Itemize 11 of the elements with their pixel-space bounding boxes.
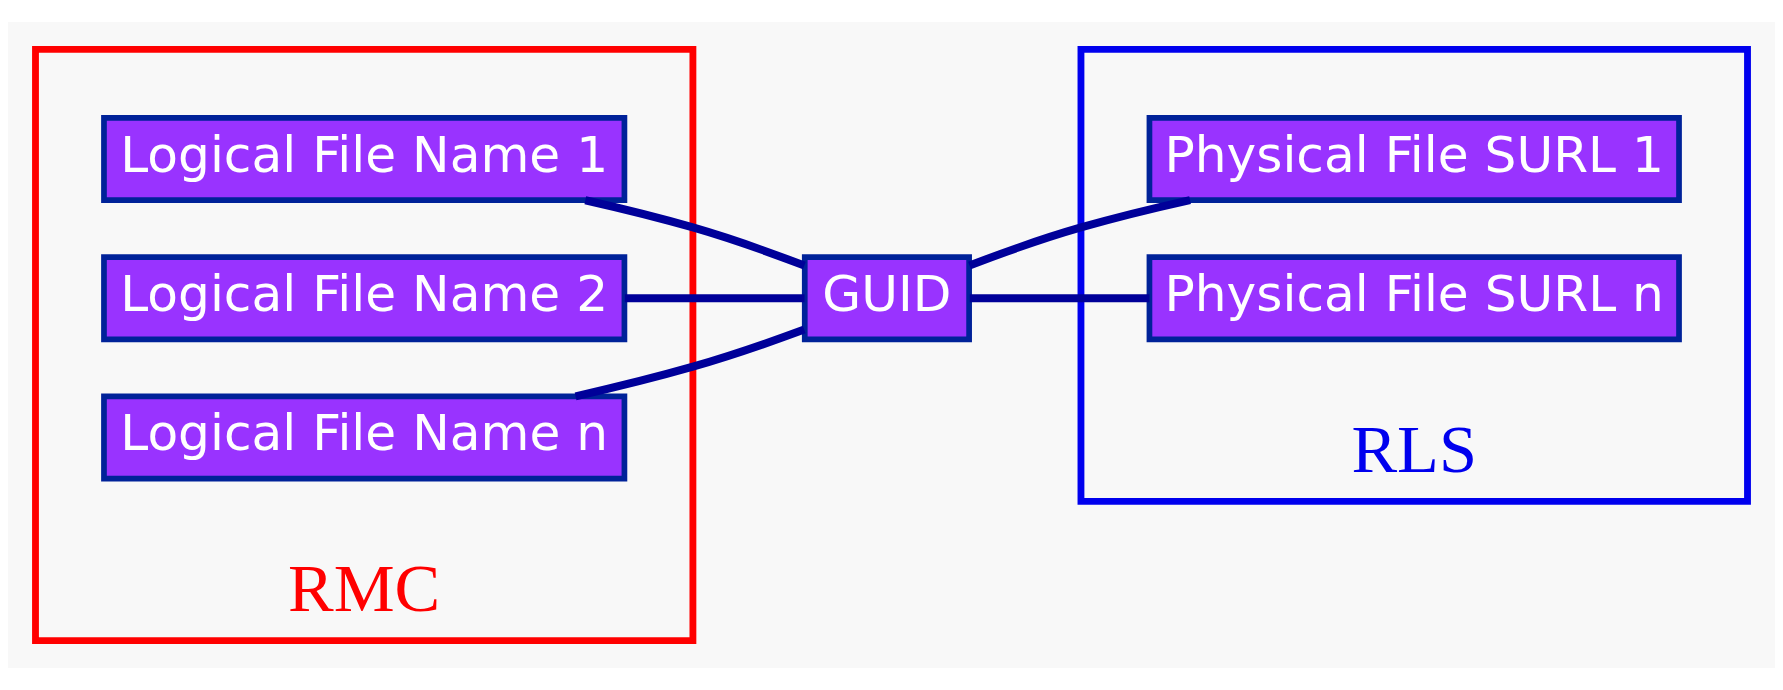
node-box: Logical File Name 1 [101,115,628,203]
node-box: GUID [801,254,972,343]
node-box: Physical File SURL 1 [1146,115,1682,203]
connector [624,294,805,303]
connector [969,294,1150,303]
connector [968,196,1191,270]
connector [584,196,806,270]
connector [574,325,806,401]
node-box: Physical File SURL n [1146,254,1682,343]
node-box: Logical File Name n [101,393,628,482]
node-box: Logical File Name 2 [101,254,628,343]
